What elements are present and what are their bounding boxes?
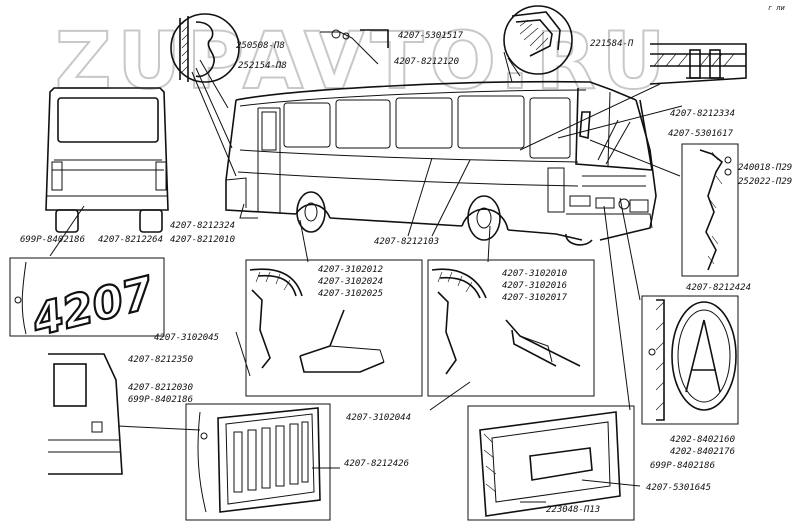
part-label: 4207-3102045 xyxy=(154,333,219,343)
part-label: 221584-П xyxy=(590,39,634,49)
model-badge-text: 4207 xyxy=(26,267,159,346)
part-label: 4207-8212424 xyxy=(686,283,751,293)
part-label: 4207-8212324 xyxy=(170,221,235,231)
fender-detail-right xyxy=(427,259,595,397)
part-label: 4207-5301645 xyxy=(646,483,711,493)
corner-mark: г ли xyxy=(768,4,785,12)
part-labels: 250508-П8 4207-5301517 252154-П8 4207-82… xyxy=(20,31,792,515)
part-label: 699Р-8402186 xyxy=(650,461,715,471)
part-label: 4207-8212120 xyxy=(394,57,459,67)
part-label: 4207-5301617 xyxy=(668,129,734,139)
grille-slots xyxy=(233,421,309,493)
part-label: 4207-8212264 xyxy=(98,235,163,245)
part-label: 699Р-8402186 xyxy=(20,235,85,245)
lamp-detail xyxy=(467,405,635,521)
part-label: 252022-П29 xyxy=(738,177,792,187)
part-label: 4207-3102017 xyxy=(502,293,568,303)
part-label: 4207-8212426 xyxy=(344,459,409,469)
bus-rear-view xyxy=(45,87,169,233)
part-label: 252154-П8 xyxy=(238,61,287,71)
roof-section-detail xyxy=(649,43,747,85)
part-label: 4207-3102016 xyxy=(502,281,567,291)
leader-lines xyxy=(49,59,683,503)
grille-detail xyxy=(185,403,331,521)
part-label: 699Р-8402186 xyxy=(128,395,193,405)
part-label: 4202-8402176 xyxy=(670,447,735,457)
part-label: 4207-3102024 xyxy=(318,277,383,287)
part-label: 4207-8212103 xyxy=(374,237,439,247)
part-label: 4207-3102044 xyxy=(346,413,411,423)
corner-seal-detail xyxy=(503,5,573,83)
part-label: 4207-3102025 xyxy=(318,289,383,299)
fender-detail-left xyxy=(245,259,423,397)
model-badge-detail: 4207 xyxy=(9,257,165,348)
rear-corner-view xyxy=(48,353,123,475)
part-label: 4207-8212030 xyxy=(128,383,193,393)
side-profile-detail xyxy=(681,143,739,277)
part-label: 4207-3102010 xyxy=(502,269,567,279)
window-seal-detail xyxy=(170,13,389,83)
part-label: 4207-5301517 xyxy=(398,31,464,41)
part-label: 4207-3102012 xyxy=(318,265,383,275)
part-label: 250508-П8 xyxy=(236,41,285,51)
part-label: 223048-П13 xyxy=(546,505,600,515)
emblem-detail xyxy=(641,295,739,425)
part-label: 4202-8402160 xyxy=(670,435,735,445)
part-label: 4207-8212010 xyxy=(170,235,235,245)
bus-main-view xyxy=(225,80,657,246)
part-label: 4207-8212350 xyxy=(128,355,193,365)
part-label: 240018-П29 xyxy=(738,163,792,173)
part-label: 4207-8212334 xyxy=(670,109,735,119)
